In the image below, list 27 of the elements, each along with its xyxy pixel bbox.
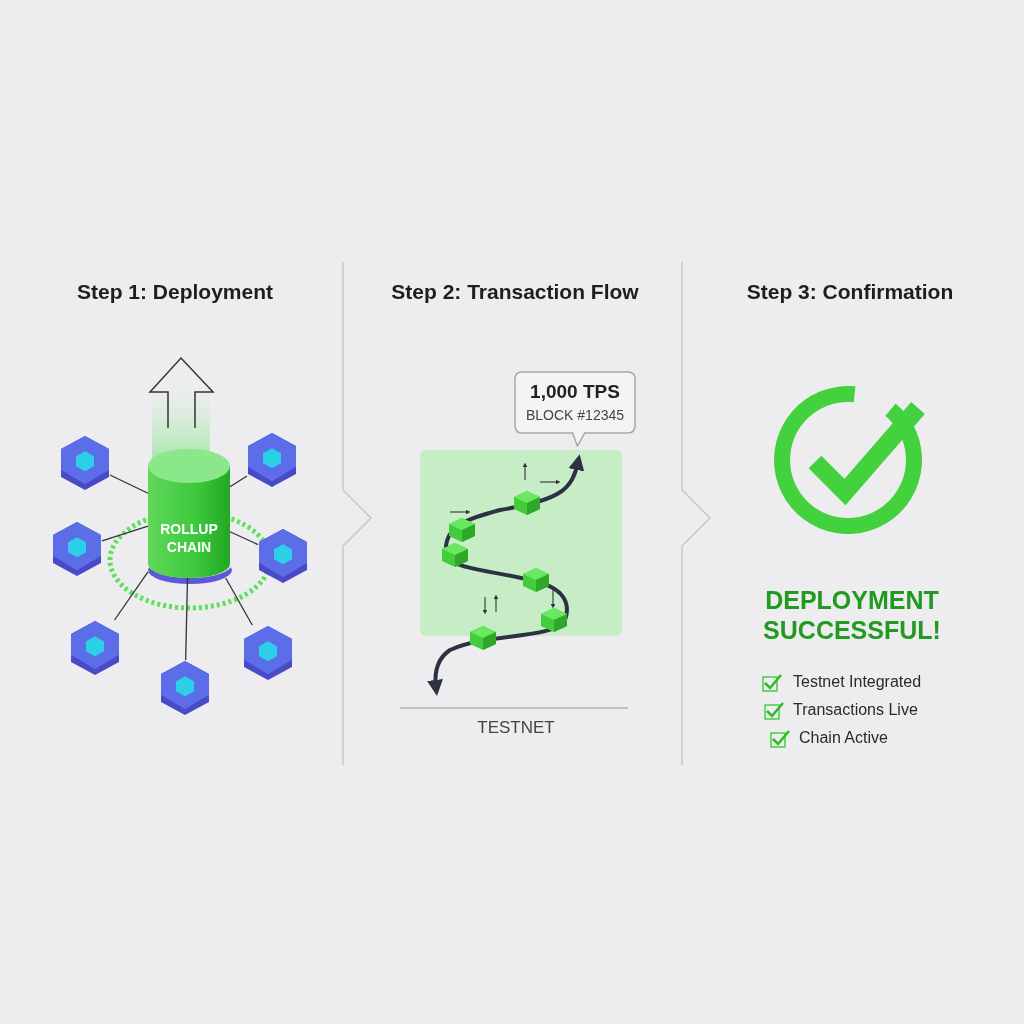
checklist-item: Transactions Live bbox=[793, 700, 918, 720]
hexagon-node bbox=[243, 625, 293, 681]
step-heading: Step 1: Deployment bbox=[77, 279, 273, 305]
hexagon-node bbox=[70, 620, 120, 676]
hexagon-node bbox=[160, 660, 210, 716]
stats-callout bbox=[514, 371, 636, 447]
connector-line bbox=[101, 525, 149, 542]
hexagon-node bbox=[52, 521, 102, 577]
status-heading: DEPLOYMENT SUCCESSFUL! bbox=[762, 585, 942, 645]
connector-line bbox=[229, 475, 248, 488]
network-label: TESTNET bbox=[477, 718, 555, 739]
cylinder-node bbox=[148, 448, 230, 578]
connector-line bbox=[109, 474, 149, 494]
hexagon-node bbox=[60, 435, 110, 491]
connector-line bbox=[113, 571, 149, 621]
checklist-item: Chain Active bbox=[799, 728, 888, 748]
block-number: BLOCK #12345 bbox=[524, 407, 626, 423]
throughput-value: 1,000 TPS bbox=[529, 381, 621, 403]
node-label: ROLLUP CHAIN bbox=[159, 520, 219, 556]
connector-line bbox=[185, 577, 189, 661]
step-heading: Step 2: Transaction Flow bbox=[391, 279, 639, 305]
connector-line bbox=[229, 531, 259, 546]
hexagon-node bbox=[258, 528, 308, 584]
step-heading: Step 3: Confirmation bbox=[746, 279, 954, 305]
connector-line bbox=[225, 577, 253, 626]
hexagon-node bbox=[247, 432, 297, 488]
checklist-item: Testnet Integrated bbox=[793, 672, 922, 692]
